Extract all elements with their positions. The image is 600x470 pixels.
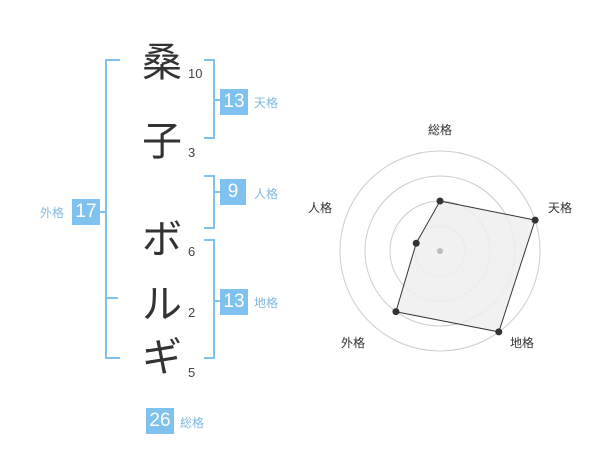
radar-label-jinkaku: 人格 bbox=[308, 201, 333, 215]
name-char-1: 桑 bbox=[142, 40, 182, 86]
name-char-2: 子 bbox=[142, 119, 182, 165]
radar-point-5 bbox=[412, 239, 420, 247]
stroke-count-4: 2 bbox=[188, 305, 196, 320]
name-char-3: ボ bbox=[142, 217, 182, 263]
stroke-count-2: 3 bbox=[188, 145, 196, 160]
chikaku-label: 地格 bbox=[254, 296, 279, 310]
chikaku-bracket bbox=[204, 239, 215, 359]
gaikaku-label: 外格 bbox=[40, 206, 65, 220]
name-char-5: ギ bbox=[142, 335, 182, 381]
jinkaku-bracket bbox=[204, 175, 215, 229]
soukaku-value-badge: 26 bbox=[146, 408, 174, 434]
tenkaku-label: 天格 bbox=[254, 96, 279, 110]
radar-ring-4 bbox=[339, 150, 541, 352]
jinkaku-label: 人格 bbox=[254, 187, 279, 201]
radar-center-dot bbox=[437, 248, 443, 254]
radar-label-chikaku: 地格 bbox=[510, 336, 535, 350]
radar-polygon bbox=[395, 200, 536, 333]
radar-label-soukaku: 総格 bbox=[428, 123, 453, 137]
radar-point-3 bbox=[495, 328, 503, 336]
radar-label-gaikaku: 外格 bbox=[341, 336, 366, 350]
radar-point-4 bbox=[392, 308, 400, 316]
radar-label-tenkaku: 天格 bbox=[548, 201, 573, 215]
soukaku-label: 総格 bbox=[180, 416, 205, 430]
chikaku-value-badge: 13 bbox=[220, 289, 248, 315]
radar-point-1 bbox=[436, 197, 444, 205]
tenkaku-value-badge: 13 bbox=[220, 89, 248, 115]
radar-point-2 bbox=[531, 216, 539, 224]
stroke-count-5: 5 bbox=[188, 365, 196, 380]
stroke-count-3: 6 bbox=[188, 244, 196, 259]
name-char-4: ル bbox=[142, 282, 182, 328]
stroke-count-1: 10 bbox=[188, 66, 203, 81]
gaikaku-value-badge: 17 bbox=[72, 199, 100, 225]
jinkaku-value-badge: 9 bbox=[220, 179, 246, 205]
gaikaku-bracket bbox=[105, 59, 120, 359]
